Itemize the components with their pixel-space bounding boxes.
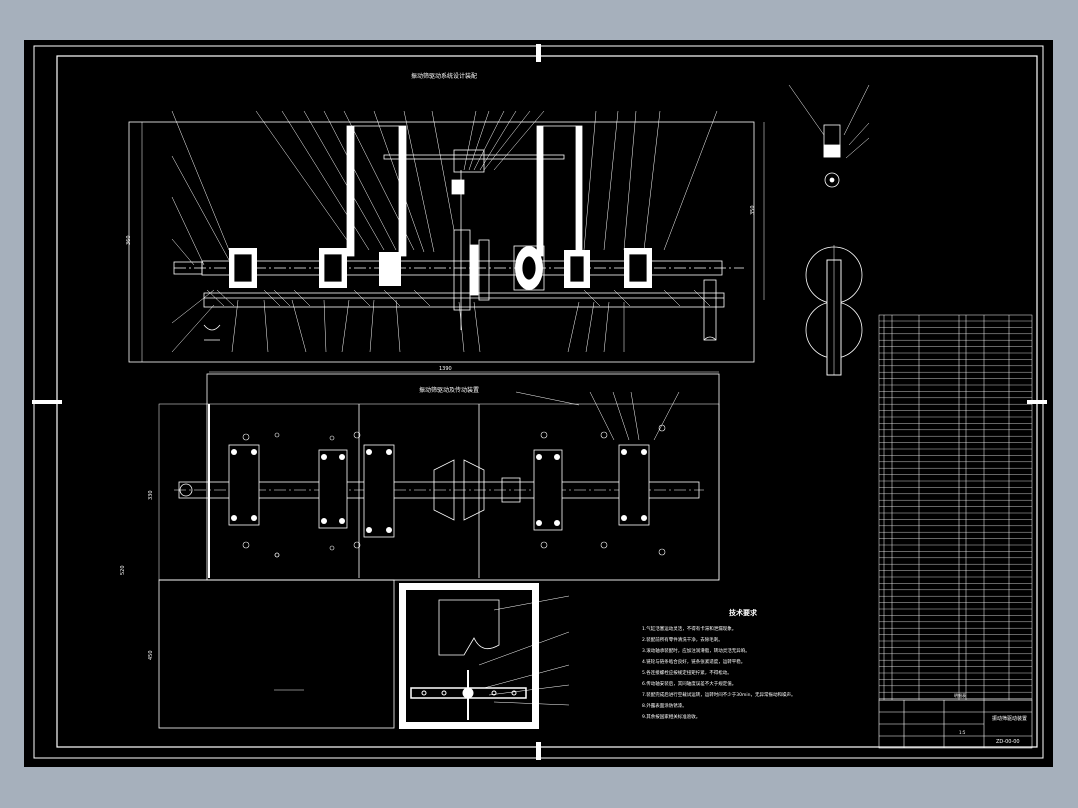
- part-leader-lines: [171, 110, 718, 353]
- front-section-view: 振动筛驱动系统设计装配: [126, 72, 765, 373]
- bom-rows: [879, 320, 1032, 699]
- title-block-code: ZD-00-00: [996, 739, 1020, 745]
- lower-left-view: 450: [148, 579, 395, 729]
- note-line: 5.各连接螺栓应按规定扭矩拧紧，不得松动。: [642, 669, 732, 676]
- notes-heading: 技术要求: [729, 608, 758, 617]
- dim-plan-width: 520: [120, 565, 126, 575]
- dim-plan-height: 330: [148, 490, 154, 500]
- front-view-title: 振动筛驱动系统设计装配: [411, 72, 477, 80]
- note-line: 9.其余按国家相关标准验收。: [642, 713, 700, 720]
- bearing-housings: [229, 248, 652, 288]
- bom-table: [878, 314, 1033, 701]
- note-line: 6.传动轴安装后，其同轴度误差不大于规定值。: [642, 680, 736, 687]
- plan-view-title: 振动筛驱动及传动装置: [419, 386, 479, 394]
- note-line: 2.装配前所有零件清洗干净，去除毛刺。: [642, 636, 723, 643]
- note-line: 4.链轮与链条啮合良好，链条张紧适度，运转平稳。: [642, 658, 745, 665]
- note-line: 7.装配完成后进行空载试运转，运转时间不少于30min，无异常振动和噪声。: [642, 691, 796, 698]
- note-line: 1.气缸活塞运动灵活，不得有卡滞和泄漏现象。: [642, 625, 736, 632]
- note-line: 3.滚动轴承装配时，应加注润滑脂，转动灵活无异响。: [642, 647, 750, 654]
- dim-height-left: 360: [126, 235, 132, 245]
- plan-view: 振动筛驱动及传动装置: [120, 373, 720, 581]
- title-block: 振动筛驱动装置 ZD-00-00 1:5: [878, 699, 1033, 749]
- title-block-name: 振动筛驱动装置: [992, 715, 1027, 722]
- detail-view: [399, 583, 570, 729]
- sheet-inner-border: [56, 55, 1038, 748]
- dim-height-right: 350: [750, 205, 756, 215]
- drawing-sheet: 振动筛驱动系统设计装配: [32, 44, 1047, 760]
- centering-marks: [32, 44, 1047, 760]
- technical-notes: 技术要求 1.气缸活塞运动灵活，不得有卡滞和泄漏现象。 2.装配前所有零件清洗干净…: [642, 608, 796, 720]
- cad-viewport[interactable]: 振动筛驱动系统设计装配: [24, 40, 1053, 767]
- dim-lower-height: 450: [148, 650, 154, 660]
- bom-title: 明细表: [954, 692, 966, 698]
- dim-overall-width: 1390: [439, 366, 452, 372]
- side-detail-views: [788, 84, 870, 376]
- title-block-scale: 1:5: [959, 730, 966, 735]
- note-line: 8.外露表面涂防锈漆。: [642, 702, 687, 709]
